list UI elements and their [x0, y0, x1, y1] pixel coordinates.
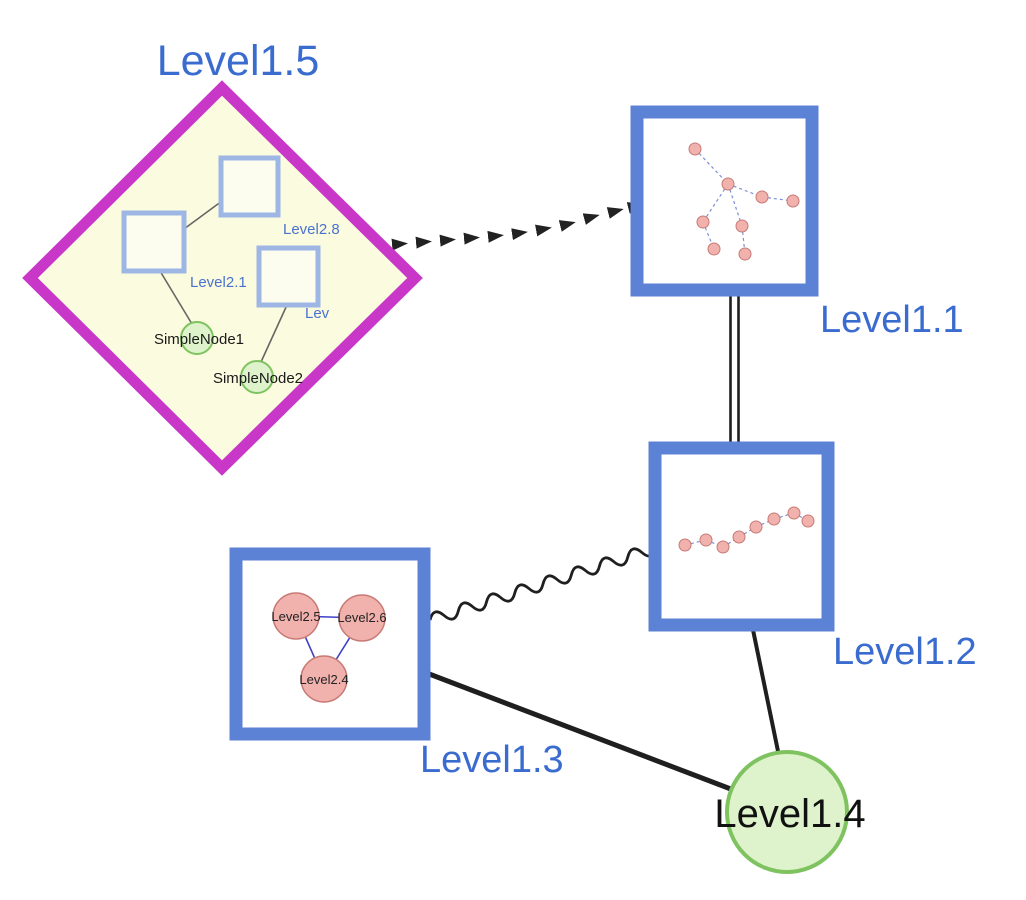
mini-node[interactable]: [767, 512, 781, 526]
inner-label-simplenode2: SimpleNode2: [213, 370, 303, 387]
mini-node[interactable]: [801, 514, 815, 528]
level15-diamond-shape[interactable]: [22, 80, 423, 476]
mini-edge: [741, 225, 746, 255]
mini-node[interactable]: [716, 540, 730, 554]
inner-node-level25[interactable]: [272, 592, 320, 640]
inner-edge-level21-simplenode1: [159, 270, 193, 325]
mini-edge: [702, 183, 729, 223]
label-level14: Level1.4: [714, 792, 865, 836]
mini-node[interactable]: [696, 215, 710, 229]
node-level12[interactable]: [648, 441, 835, 632]
inner-label-lev: Lev: [305, 305, 330, 322]
edge-level13-level14[interactable]: [423, 669, 737, 794]
mini-node[interactable]: [707, 242, 721, 256]
inner-node-level28[interactable]: [218, 155, 281, 218]
mini-node[interactable]: [735, 219, 749, 233]
mini-node[interactable]: [786, 194, 800, 208]
inner-edge-level21-level28: [183, 200, 223, 230]
mini-node[interactable]: [688, 142, 702, 156]
node-level14[interactable]: Level1.4: [714, 750, 866, 874]
edge-level13-level12-wavy[interactable]: [428, 547, 658, 621]
label-level11: Level1.1: [820, 299, 964, 341]
edge-level15-level11-dashed-arrow[interactable]: [391, 202, 644, 251]
level12-mini-graph: [678, 506, 815, 554]
label-level12: Level1.2: [833, 631, 977, 673]
inner-node-lev[interactable]: [256, 245, 321, 308]
mini-node[interactable]: [755, 190, 769, 204]
mini-node[interactable]: [699, 533, 713, 547]
mini-node[interactable]: [732, 530, 746, 544]
level11-box-shape[interactable]: [630, 105, 819, 297]
inner-label-level26: Level2.6: [337, 610, 386, 625]
mini-edge: [694, 148, 729, 185]
mini-node[interactable]: [738, 247, 752, 261]
inner-label-level25: Level2.5: [271, 609, 320, 624]
inner-node-level24[interactable]: [300, 655, 348, 703]
edge-level11-level12-double[interactable]: [729, 291, 740, 447]
level14-circle-shape[interactable]: [725, 750, 849, 874]
level13-box-shape[interactable]: [229, 547, 431, 741]
inner-label-simplenode1: SimpleNode1: [154, 331, 244, 348]
inner-node-level21[interactable]: [121, 210, 187, 274]
mini-node[interactable]: [721, 177, 735, 191]
node-level11[interactable]: [630, 105, 819, 297]
mini-node[interactable]: [749, 520, 763, 534]
inner-node-simplenode2[interactable]: [240, 360, 274, 394]
inner-node-simplenode1[interactable]: [180, 321, 214, 355]
mini-node[interactable]: [787, 506, 801, 520]
inner-edge-lev-simplenode2: [260, 304, 288, 363]
edge-level12-level14[interactable]: [750, 624, 781, 757]
mini-edge: [727, 183, 743, 227]
inner-label-level24: Level2.4: [299, 672, 348, 687]
inner-label-level21: Level2.1: [190, 274, 247, 291]
label-level15: Level1.5: [157, 37, 320, 85]
mini-node[interactable]: [678, 538, 692, 552]
label-level13: Level1.3: [420, 739, 564, 781]
level11-mini-graph: [688, 142, 800, 261]
node-level13[interactable]: Level2.5 Level2.6 Level2.4: [229, 547, 431, 741]
inner-node-level26[interactable]: [338, 594, 386, 642]
inner-label-level28: Level2.8: [283, 221, 340, 238]
group-node-level15[interactable]: Level2.8 Level2.1 Lev SimpleNode1 Simple…: [22, 80, 423, 476]
